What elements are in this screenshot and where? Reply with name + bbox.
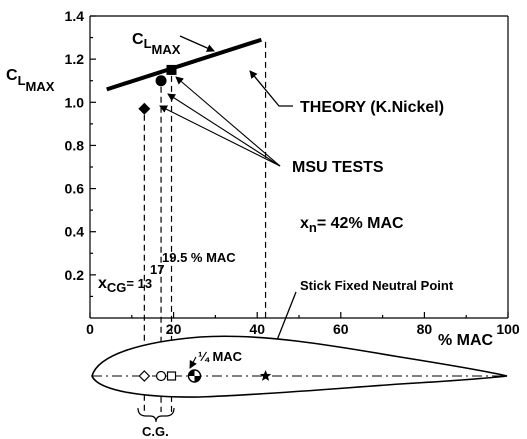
circle-marker [155, 75, 167, 87]
neutral-point-label: xn= 42% MAC [300, 215, 404, 235]
neutral-point-star-icon [259, 370, 272, 381]
cg-square-open [166, 371, 177, 381]
diamond-marker [138, 102, 151, 115]
y-tick-label: 1.4 [65, 8, 85, 24]
x-axis-ticks: 0 20 40 60 80 100 [86, 312, 520, 337]
x-tick-label: 40 [249, 321, 265, 337]
y-axis-ticks: 0.2 0.4 0.6 0.8 1.0 1.2 1.4 [65, 8, 96, 298]
cg-label: C.G. [142, 424, 169, 439]
airfoil-marks [138, 369, 272, 383]
msu-tests-label: MSU TESTS [292, 159, 384, 176]
xcg-label: xCG= 13 [98, 275, 152, 295]
theory-label: THEORY (K.Nickel) [300, 99, 444, 116]
x-axis-label: % MAC [438, 332, 494, 349]
cg-circle-open [155, 370, 167, 382]
x-tick-label: 100 [496, 321, 520, 337]
y-tick-label: 0.8 [65, 137, 85, 153]
x-tick-label: 60 [333, 321, 349, 337]
y-axis-label: CLMAX [6, 67, 55, 94]
quarter-mac-label: ¼ MAC [198, 349, 243, 364]
theory-leader [249, 70, 293, 107]
y-tick-label: 1.0 [65, 94, 85, 110]
y-tick-label: 0.6 [65, 181, 85, 197]
x-tick-label: 0 [86, 321, 94, 337]
cg-195-label: 19.5 % MAC [162, 250, 236, 265]
y-tick-label: 0.4 [65, 224, 85, 240]
y-tick-label: 0.2 [65, 267, 85, 283]
stick-fixed-label: Stick Fixed Neutral Point [300, 278, 454, 293]
cg-17-label: 17 [150, 262, 164, 277]
y-tick-label: 1.2 [65, 51, 85, 67]
theory-line [106, 37, 262, 92]
x-tick-label: 20 [166, 321, 182, 337]
x-tick-label: 80 [417, 321, 433, 337]
square-marker [166, 64, 177, 75]
clmax-arrow [179, 35, 215, 52]
cg-diamond-open [138, 370, 151, 382]
quarter-chord-fill [194, 376, 201, 382]
clmax-annotation: CLMAX [132, 31, 181, 57]
quarter-mac-arrow [189, 356, 197, 369]
msu-test-markers [138, 64, 177, 115]
cg-brace [137, 407, 175, 423]
msu-leaders [159, 76, 281, 167]
quarter-chord-fill [188, 370, 195, 376]
